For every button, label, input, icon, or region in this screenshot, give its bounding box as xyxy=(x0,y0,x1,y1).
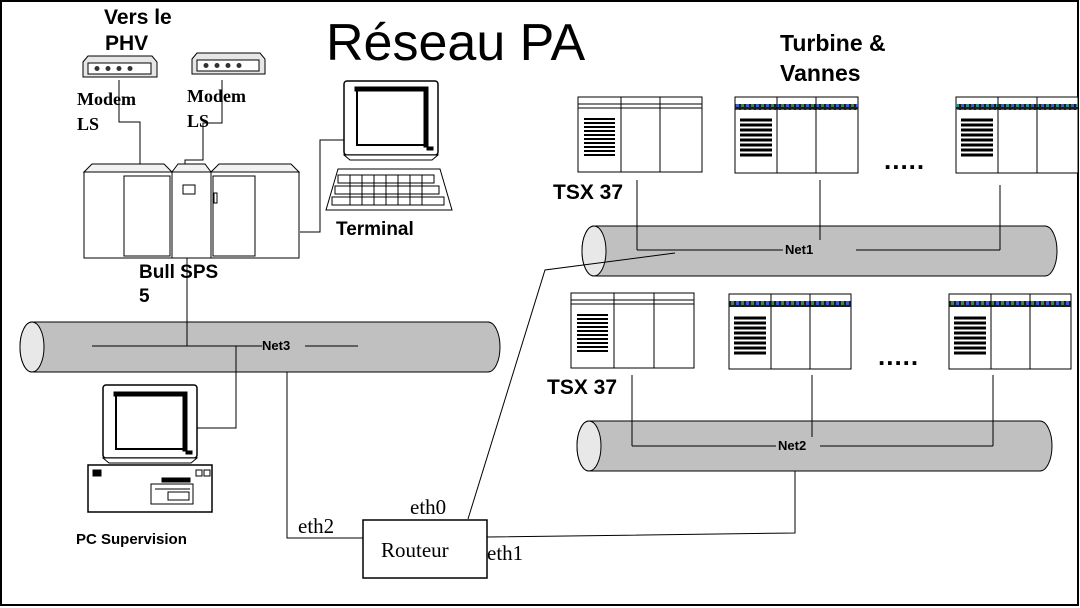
pc-icon xyxy=(87,384,213,513)
turbine-label-1: Turbine & xyxy=(780,30,886,56)
ellipsis-top: ..... xyxy=(884,145,926,175)
plc-module-icon xyxy=(734,96,859,174)
net2-pipe xyxy=(576,375,1053,472)
modem1-label-1: Modem xyxy=(77,89,136,109)
bull-sps-label-2: 5 xyxy=(139,286,150,307)
tsx-bottom-label: TSX 37 xyxy=(547,376,618,399)
net2-label: Net2 xyxy=(778,438,807,453)
modem1-label-2: LS xyxy=(77,114,100,134)
terminal-icon xyxy=(325,80,453,211)
modem-icon xyxy=(191,52,266,75)
plc-module-icon xyxy=(728,293,852,370)
plc-module-icon xyxy=(955,96,1079,174)
net3-pipe xyxy=(19,321,501,373)
vers-phv-label-2: PHV xyxy=(105,32,149,55)
connection-lines xyxy=(118,80,796,539)
router-label: Routeur xyxy=(381,538,449,562)
net1-label: Net1 xyxy=(785,242,814,257)
eth1-label: eth1 xyxy=(487,541,524,565)
terminal-label: Terminal xyxy=(336,219,414,240)
modem2-label-1: Modem xyxy=(187,86,246,106)
eth0-label: eth0 xyxy=(410,495,447,519)
plc-module-icon xyxy=(577,96,703,173)
bull-sps-label-1: Bull SPS xyxy=(139,262,219,283)
ellipsis-bottom: ..... xyxy=(878,341,920,371)
diagram-title: Réseau PA xyxy=(326,14,586,72)
server-cabinet-icon xyxy=(82,163,301,259)
turbine-label-2: Vannes xyxy=(780,60,861,86)
net1-pipe xyxy=(581,180,1058,277)
plc-module-icon xyxy=(570,292,695,369)
modem-icon xyxy=(82,55,158,78)
plc-module-icon xyxy=(948,293,1072,370)
net3-label: Net3 xyxy=(262,338,291,353)
router-box xyxy=(362,519,488,579)
modem2-label-2: LS xyxy=(187,111,210,131)
vers-phv-label-1: Vers le xyxy=(104,6,172,29)
pc-supervision-label: PC Supervision xyxy=(76,531,187,548)
eth2-label: eth2 xyxy=(298,514,335,538)
tsx-top-label: TSX 37 xyxy=(553,181,624,204)
